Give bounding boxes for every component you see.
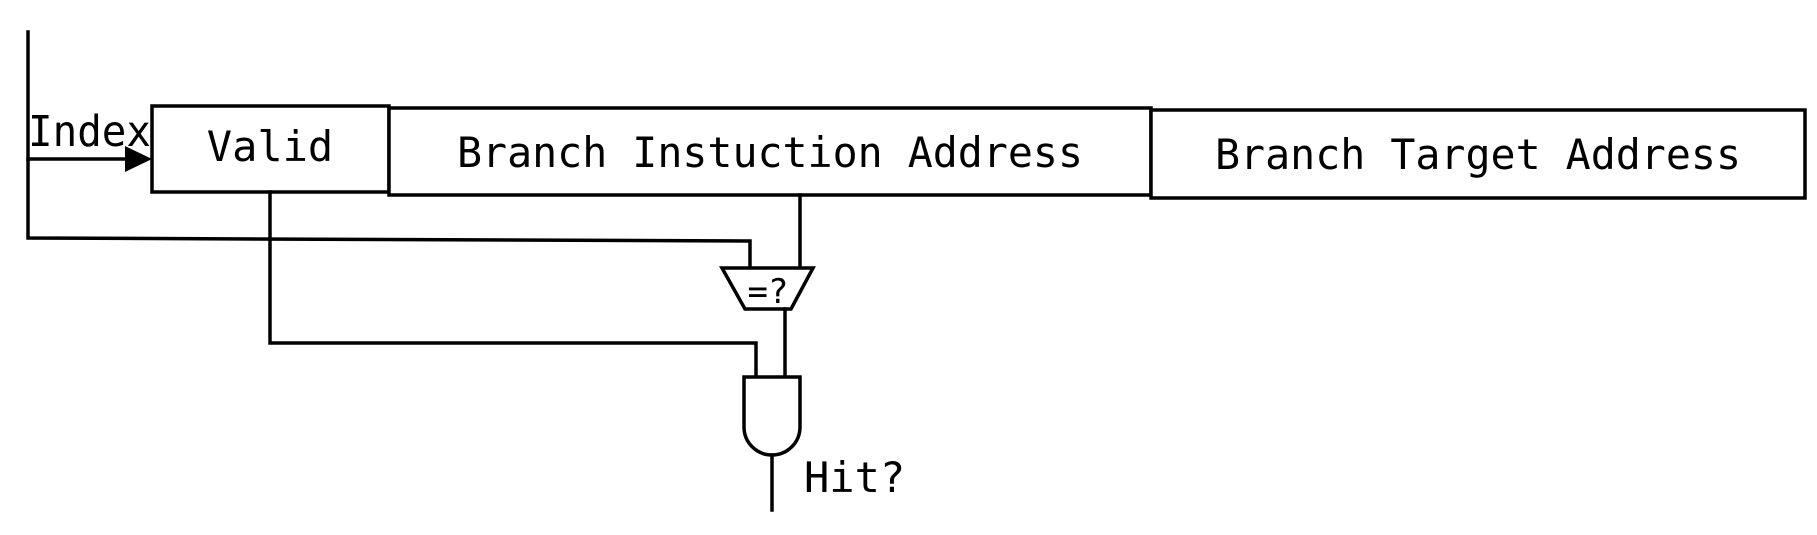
comparator-label: =? [748,272,789,312]
comparator [719,266,816,311]
branch-target-address-label: Branch Target Address [1215,130,1741,179]
branch-target-address-field [1149,108,1807,200]
branch-instruction-address-label: Branch Instuction Address [457,128,1083,177]
branch-instruction-address-field [387,106,1153,197]
and-gate [742,375,802,457]
valid-field-label: Valid [207,122,333,171]
hit-label: Hit? [804,453,905,502]
index-wire [26,30,752,270]
valid-field [150,104,391,194]
index-arrow-head [125,146,152,172]
index-label: Index [28,107,151,157]
valid-wire [268,190,758,379]
